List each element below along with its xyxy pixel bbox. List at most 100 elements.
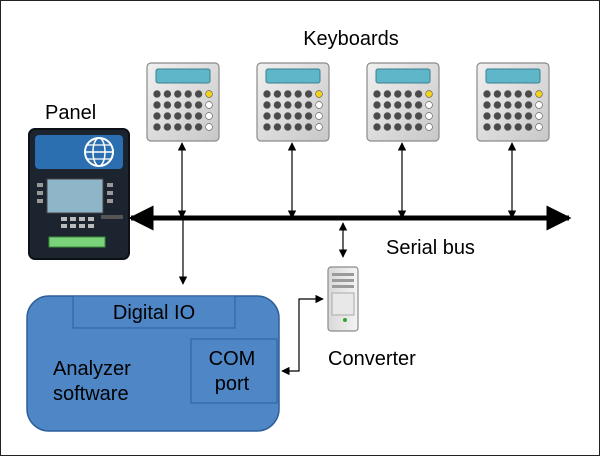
keyboard-key	[153, 123, 161, 131]
keyboard-key	[205, 90, 213, 98]
keyboard-key	[263, 112, 271, 120]
keyboard-key	[404, 123, 412, 131]
keyboard-key	[373, 123, 381, 131]
keyboard-key	[524, 112, 533, 120]
keyboard-key	[315, 101, 323, 109]
keyboard-key	[174, 90, 182, 98]
keyboard-key	[514, 112, 522, 120]
keyboard-key	[174, 123, 182, 131]
keyboard-key	[493, 90, 502, 98]
keyboard-key	[535, 123, 543, 131]
keyboard-key	[383, 112, 392, 120]
keyboard-key	[194, 123, 203, 131]
keyboard-key	[504, 112, 512, 120]
keyboard-key	[294, 112, 302, 120]
analyzer-label-line2: software	[53, 383, 129, 405]
digital-io-box	[72, 295, 236, 329]
keyboard-key	[263, 101, 271, 109]
keyboard-key	[394, 123, 402, 131]
keyboard-key	[263, 123, 271, 131]
panel-top-screen	[35, 135, 123, 169]
keyboard-key	[524, 90, 533, 98]
panel-screen	[46, 178, 104, 214]
keyboard-links	[177, 142, 517, 219]
keyboard-display	[265, 68, 321, 84]
keyboard-key	[163, 90, 172, 98]
keyboard-key	[524, 101, 533, 109]
keyboard-key	[535, 90, 543, 98]
keyboard-key	[483, 123, 491, 131]
keyboard-key	[373, 90, 381, 98]
keyboard-key	[514, 123, 522, 131]
keyboard-key	[205, 123, 213, 131]
keyboard-key	[153, 90, 161, 98]
keyboard-key	[394, 90, 402, 98]
keyboard-key	[273, 112, 282, 120]
keyboards-group	[146, 62, 550, 142]
keyboard-key	[504, 101, 512, 109]
keyboard-icon	[476, 62, 550, 142]
com-to-converter-arrow	[281, 294, 324, 376]
keyboard-key	[273, 101, 282, 109]
keyboard-key	[483, 101, 491, 109]
keyboard-icon	[366, 62, 440, 142]
keyboard-key	[153, 101, 161, 109]
keyboard-key	[163, 112, 172, 120]
keyboard-key	[205, 112, 213, 120]
keyboard-key	[535, 112, 543, 120]
digital-io-label: Digital IO	[113, 302, 195, 324]
keyboard-key	[425, 90, 433, 98]
keyboard-key	[414, 112, 423, 120]
globe-icon	[84, 137, 114, 167]
keyboard-key	[163, 123, 172, 131]
keyboard-key	[524, 123, 533, 131]
keyboard-key	[414, 101, 423, 109]
keyboard-key	[414, 123, 423, 131]
keyboard-key	[294, 101, 302, 109]
keyboard-key	[493, 123, 502, 131]
keyboard-key	[504, 123, 512, 131]
keyboard-key	[184, 112, 192, 120]
keyboard-key	[273, 90, 282, 98]
keyboard-key	[504, 90, 512, 98]
keyboards-label: Keyboards	[303, 28, 399, 50]
keyboard-key	[284, 90, 292, 98]
keyboard-icon	[146, 62, 220, 142]
keyboard-display	[375, 68, 431, 84]
keyboard-key	[315, 90, 323, 98]
atm-panel-icon	[28, 128, 130, 260]
keyboard-key	[383, 90, 392, 98]
keyboard-key	[304, 112, 313, 120]
keyboard-key	[184, 101, 192, 109]
keyboard-key	[194, 112, 203, 120]
com-port-label-line1: COM	[209, 348, 256, 370]
keyboard-key	[273, 123, 282, 131]
keyboard-key	[315, 123, 323, 131]
keyboard-key	[404, 101, 412, 109]
converter-led	[343, 318, 347, 322]
keyboard-key	[174, 112, 182, 120]
keyboard-key	[304, 101, 313, 109]
panel-slot	[48, 236, 106, 248]
com-port-label-line2: port	[215, 373, 250, 395]
keyboard-key	[483, 90, 491, 98]
keyboard-display	[485, 68, 541, 84]
keyboard-key	[153, 112, 161, 120]
keyboard-key	[425, 101, 433, 109]
keyboard-key	[383, 101, 392, 109]
keyboard-key	[294, 90, 302, 98]
server-tower-icon	[327, 266, 359, 332]
keyboard-key	[184, 90, 192, 98]
keyboard-key	[304, 90, 313, 98]
keyboard-key	[414, 90, 423, 98]
keyboard-key	[263, 90, 271, 98]
keyboard-key	[394, 112, 402, 120]
converter-label: Converter	[328, 348, 416, 370]
panel-label: Panel	[45, 102, 96, 124]
keyboard-key	[205, 101, 213, 109]
keyboard-key	[383, 123, 392, 131]
keyboard-key	[425, 123, 433, 131]
analyzer-label-line1: Analyzer	[53, 358, 131, 380]
